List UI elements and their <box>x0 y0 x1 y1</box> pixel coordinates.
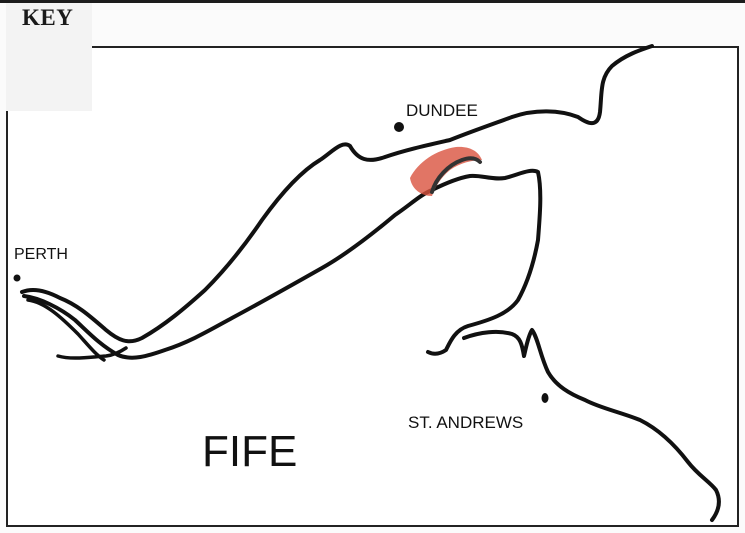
key-title: KEY <box>22 5 74 30</box>
river-inlet-perth <box>26 298 128 362</box>
st-andrews-marker <box>541 393 549 403</box>
map-border <box>6 46 739 527</box>
st-andrews-label: ST. ANDREWS <box>408 413 523 432</box>
perth-label: PERTH <box>14 246 68 263</box>
perth-marker <box>13 274 21 282</box>
dundee-label: DUNDEE <box>406 101 478 120</box>
south-shore-coastline <box>22 168 543 360</box>
east-coastline <box>462 328 721 522</box>
top-border <box>0 0 745 3</box>
key-panel <box>6 3 92 111</box>
north-shore-coastline <box>20 44 654 344</box>
tay-bridge-line <box>430 156 482 194</box>
fife-label: FIFE <box>202 427 297 476</box>
dundee-marker <box>394 122 404 132</box>
